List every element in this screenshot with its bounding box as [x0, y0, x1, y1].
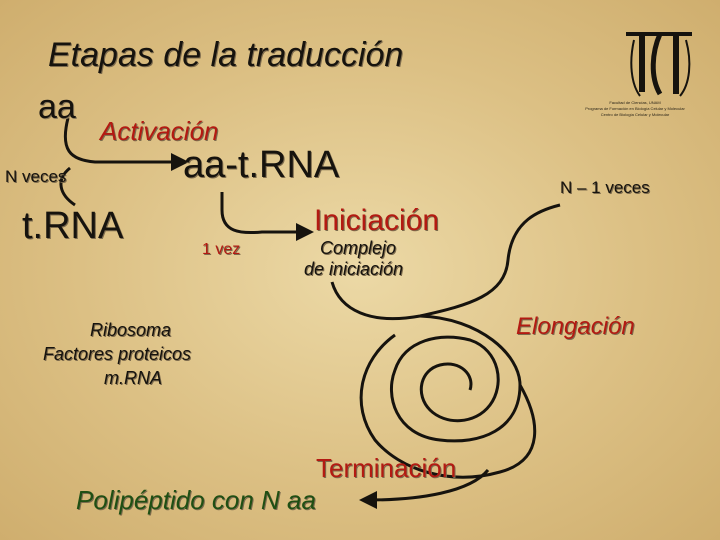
elongation-spiral-outer	[359, 333, 537, 479]
logo-line-3: Centro de Biología Celular y Molecular	[600, 112, 670, 117]
label-trna: t.RNA	[22, 205, 124, 247]
to-elongation-path	[330, 203, 561, 321]
logo-line-1: Facultad de Ciencias, UNAM	[609, 100, 661, 105]
label-de-iniciacion: de iniciación	[304, 259, 404, 279]
activation-path	[63, 117, 189, 171]
label-complejo: Complejo	[320, 238, 397, 258]
ecn-logo	[626, 32, 692, 97]
page-title: Etapas de la traducción	[48, 36, 404, 74]
initiation-path	[220, 192, 314, 241]
termination-path	[359, 469, 490, 509]
label-terminacion: Terminación	[316, 453, 457, 483]
label-iniciacion: Iniciación	[314, 204, 440, 237]
label-1-vez: 1 vez	[202, 241, 241, 258]
logo-line-2: Programa de Formación en Biología Celula…	[585, 106, 685, 111]
label-n-veces: N veces	[5, 167, 67, 186]
elongation-spiral	[390, 314, 522, 443]
label-mrna: m.RNA	[104, 368, 162, 388]
label-activacion: Activación	[100, 116, 219, 146]
label-aa-trna: aa-t.RNA	[183, 144, 340, 186]
label-aa: aa	[38, 88, 76, 126]
trna-return-path	[59, 166, 76, 207]
label-ribosoma: Ribosoma	[90, 320, 172, 340]
label-elongacion: Elongación	[516, 313, 635, 340]
label-n-minus-1-veces: N – 1 veces	[560, 178, 650, 197]
label-polipeptido: Polipéptido con N aa	[76, 485, 316, 515]
label-factores-proteicos: Factores proteicos	[43, 344, 192, 364]
